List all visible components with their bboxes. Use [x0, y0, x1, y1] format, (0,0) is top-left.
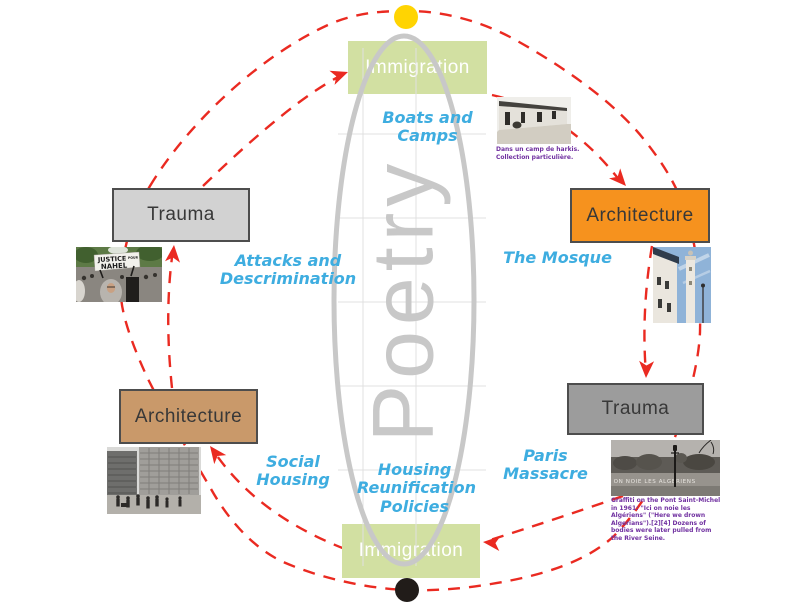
mosque-illustration — [653, 247, 711, 323]
seine-graffiti-illustration: ICI ON NOIE LES ALGERIENS — [602, 439, 720, 496]
arrowhead-into-immigration-bottom — [483, 536, 501, 551]
node-immigration-top[interactable]: Immigration — [348, 41, 487, 94]
banner-word-justice: JUSTICE — [97, 255, 127, 265]
cycle-start-dot — [394, 5, 418, 29]
seine-graffiti-caption: Graffiti on the Pont Saint-Michel in 196… — [611, 497, 721, 542]
arrowhead-into-trauma-left — [165, 245, 180, 263]
node-label: Architecture — [134, 405, 243, 427]
graffiti-text: ICI ON NOIE LES ALGERIENS — [611, 479, 696, 485]
connector-trauma-to-immigration-top — [202, 73, 343, 187]
social-housing-illustration — [107, 447, 201, 514]
edge-label-social-housing: Social Housing — [256, 452, 330, 490]
edge-label-attacks-and-descrimination: Attacks and Descrimination — [219, 251, 357, 289]
node-architecture-right[interactable]: Architecture — [570, 188, 710, 243]
node-trauma-right[interactable]: Trauma — [567, 383, 704, 435]
arrowhead-into-architecture-left — [210, 446, 227, 465]
connector-architecture-to-trauma-left — [167, 249, 175, 389]
connector-architecture-to-trauma-right — [643, 245, 654, 375]
node-label: Trauma — [147, 204, 215, 225]
harki-camp-illustration — [497, 97, 571, 144]
nahel-protest-illustration: JUSTICE POUR NAHEL — [73, 245, 164, 305]
node-label: Immigration — [358, 540, 464, 561]
banner-word-nahel: NAHEL — [101, 262, 128, 271]
node-trauma-left[interactable]: Trauma — [112, 188, 250, 242]
cycle-end-dot — [395, 578, 419, 602]
edge-label-the-mosque: The Mosque — [503, 248, 612, 267]
nahel-protest-photo[interactable]: JUSTICE POUR NAHEL — [73, 245, 164, 305]
node-label: Architecture — [586, 204, 694, 226]
edge-label-paris-massacre: Paris Massacre — [503, 446, 588, 484]
harki-camp-caption: Dans un camp de harkis. Collection parti… — [496, 146, 580, 161]
node-architecture-left[interactable]: Architecture — [119, 389, 258, 444]
mosque-photo[interactable] — [653, 247, 711, 323]
seine-graffiti-photo[interactable]: ICI ON NOIE LES ALGERIENS — [602, 439, 720, 496]
arrowhead-into-trauma-right — [639, 360, 655, 378]
social-housing-photo[interactable] — [107, 447, 201, 514]
poetry-vertical-text: Poetry — [355, 158, 451, 443]
edge-label-boats-and-camps: Boats and Camps — [382, 108, 473, 146]
node-immigration-bottom[interactable]: Immigration — [342, 524, 480, 578]
edge-label-housing-reunification-policies: Housing Reunification Policies — [357, 460, 477, 516]
node-label: Trauma — [601, 398, 670, 419]
banner-word-pour: POUR — [128, 255, 139, 260]
harki-camp-photo[interactable] — [497, 97, 571, 144]
node-label: Immigration — [365, 56, 470, 78]
